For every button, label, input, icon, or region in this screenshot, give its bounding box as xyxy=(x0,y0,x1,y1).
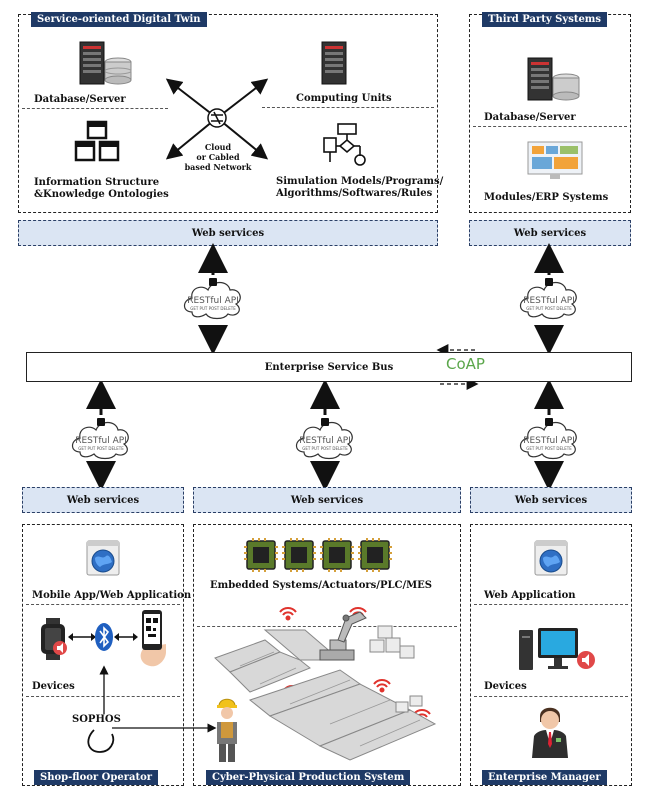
cpps-separator xyxy=(197,626,457,627)
manager-avatar-icon xyxy=(532,707,568,758)
shop-floor-panel xyxy=(22,524,184,786)
shop-floor-separator-1 xyxy=(26,604,180,605)
cloud-shape-top-left xyxy=(183,278,241,320)
restful-api-title: RESTful API xyxy=(75,436,127,446)
bluetooth-icon xyxy=(95,623,113,651)
simulation-label-1: Simulation Models/Programs/ xyxy=(276,176,444,187)
dt-separator-right xyxy=(262,107,434,108)
network-label-2: or Cabled xyxy=(196,152,240,162)
microchip-icons xyxy=(244,538,392,572)
cloud-shape-bottom-right xyxy=(519,418,577,460)
em-web-app-label: Web Application xyxy=(484,590,576,601)
restful-api-methods: GET PUT POST DELETE xyxy=(526,446,572,451)
restful-api-top-left: RESTful API GET PUT POST DELETE xyxy=(180,296,246,311)
third-party-database-label: Database/Server xyxy=(484,112,576,123)
cpps-panel xyxy=(193,524,461,786)
third-party-header: Third Party Systems xyxy=(482,12,608,27)
third-party-separator xyxy=(473,126,627,127)
enterprise-manager-web-services: Web services xyxy=(470,487,632,513)
restful-api-title: RESTful API xyxy=(523,436,575,446)
computing-units-label: Computing Units xyxy=(296,93,392,104)
dt-web-services: Web services xyxy=(18,220,438,246)
restful-api-methods: GET PUT POST DELETE xyxy=(78,446,124,451)
shop-floor-devices-label: Devices xyxy=(32,681,75,692)
cpps-header: Cyber-Physical Production System xyxy=(206,770,411,785)
digital-twin-panel xyxy=(18,14,438,213)
mobile-app-label: Mobile App/Web Application xyxy=(32,590,192,601)
restful-api-bottom-right: RESTful API GET PUT POST DELETE xyxy=(516,436,582,451)
network-label-1: Cloud xyxy=(204,142,232,152)
database-server-icon xyxy=(79,41,132,85)
info-structure-label-1: Information Structure xyxy=(34,177,160,188)
factory-production-line-illustration xyxy=(214,607,437,761)
double-arrow-2 xyxy=(114,633,138,641)
web-app-icon xyxy=(86,540,120,576)
third-party-database-icon xyxy=(527,57,580,101)
em-web-app-icon xyxy=(534,540,568,576)
dt-separator-left xyxy=(22,108,168,109)
restful-api-title: RESTful API xyxy=(187,296,239,306)
simulation-label-2: Algorithms/Softwares/Rules xyxy=(276,188,433,199)
restful-api-methods: GET PUT POST DELETE xyxy=(190,306,236,311)
info-structure-label-2: &Knowledge Ontologies xyxy=(34,189,169,200)
coap-label: CoAP xyxy=(444,355,487,373)
shop-floor-header: Shop-floor Operator xyxy=(34,770,159,785)
worker-icon xyxy=(217,698,237,762)
cloud-shape-top-right xyxy=(519,278,577,320)
cubes-icon xyxy=(74,120,120,162)
enterprise-manager-panel xyxy=(470,524,632,786)
network-label-3: based Network xyxy=(184,162,252,172)
restful-api-methods: GET PUT POST DELETE xyxy=(302,446,348,451)
cpps-web-services: Web services xyxy=(193,487,461,513)
em-separator-2 xyxy=(474,696,628,697)
enterprise-service-bus: Enterprise Service Bus xyxy=(26,352,632,382)
desktop-computer-icon xyxy=(519,628,595,670)
em-devices-label: Devices xyxy=(484,681,527,692)
double-arrow xyxy=(68,633,96,641)
restful-api-title: RESTful API xyxy=(523,296,575,306)
enterprise-manager-header: Enterprise Manager xyxy=(482,770,607,785)
flowchart-icon xyxy=(323,123,366,166)
restful-api-title: RESTful API xyxy=(299,436,351,446)
shop-floor-web-services: Web services xyxy=(22,487,184,513)
sophos-label: SOPHOS xyxy=(72,714,121,725)
shop-floor-separator-2 xyxy=(26,696,180,697)
smartwatch-icon xyxy=(41,618,67,660)
computing-units-icon xyxy=(321,41,347,85)
erp-modules-label: Modules/ERP Systems xyxy=(484,192,609,203)
embedded-systems-label: Embedded Systems/Actuators/PLC/MES xyxy=(210,580,433,591)
network-arrows xyxy=(165,78,269,160)
cloud-shape-bottom-center xyxy=(295,418,353,460)
cloud-shape-bottom-left xyxy=(71,418,129,460)
restful-api-bottom-left: RESTful API GET PUT POST DELETE xyxy=(68,436,134,451)
smartphone-qr-icon xyxy=(140,610,166,667)
digital-twin-header: Service-oriented Digital Twin xyxy=(31,12,207,27)
em-separator-1 xyxy=(474,604,628,605)
restful-api-methods: GET PUT POST DELETE xyxy=(526,306,572,311)
restful-api-bottom-center: RESTful API GET PUT POST DELETE xyxy=(292,436,358,451)
erp-modules-icon xyxy=(527,141,583,179)
restful-api-top-right: RESTful API GET PUT POST DELETE xyxy=(516,296,582,311)
dt-database-label: Database/Server xyxy=(34,94,126,105)
